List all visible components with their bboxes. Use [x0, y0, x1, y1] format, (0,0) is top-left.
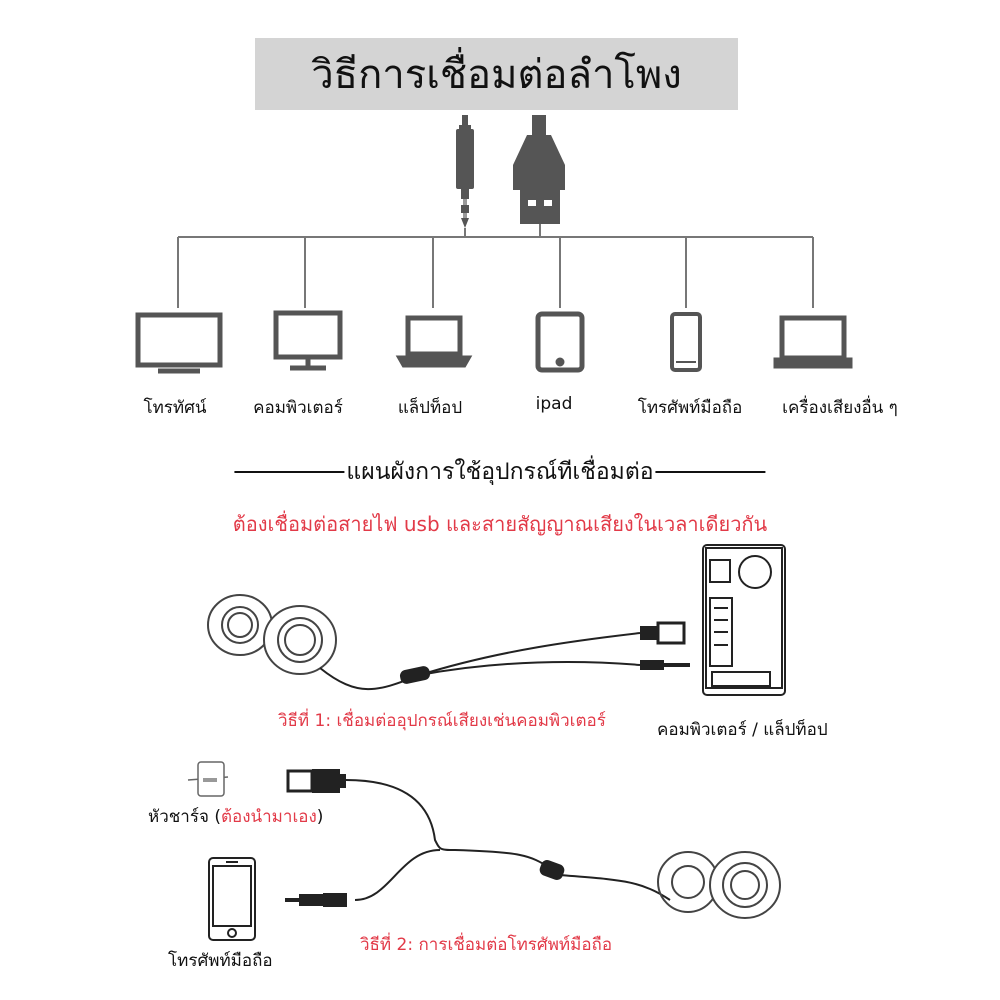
title-banner: วิธีการเชื่อมต่อลำโพง — [255, 38, 738, 110]
tv-icon — [135, 312, 223, 374]
device-label-other: เครื่องเสียงอื่น ๆ — [782, 398, 898, 418]
diagram-heading-text: แผนผังการใช้อุปกรณ์ทีเชื่อมต่อ — [346, 459, 654, 485]
method2-caption: วิธีที่ 2: การเชื่อมต่อโทรศัพท์มือถือ — [360, 935, 613, 955]
device-label-ipad: ipad — [535, 394, 573, 414]
divider — [655, 471, 766, 473]
cable-method1 — [319, 632, 641, 691]
cable-method2 — [345, 779, 671, 901]
device-label-laptop: แล็ปท็อป — [397, 398, 463, 418]
usb-plug-method2-icon — [286, 769, 346, 793]
page-title: วิธีการเชื่อมต่อลำโพง — [311, 52, 682, 98]
charger-label-text: หัวชาร์จ ( — [148, 807, 221, 827]
warning-text: ต้องเชื่อมต่อสายไฟ usb และสายสัญญาณเสียง… — [232, 512, 768, 536]
usb-plug-method1-icon — [640, 621, 686, 645]
speakers-method1 — [207, 594, 337, 675]
divider — [234, 471, 345, 473]
other-audio-device-icon — [773, 315, 853, 369]
tablet-icon — [535, 311, 585, 373]
audio-jack-method1-icon — [640, 660, 690, 670]
device-label-tv: โทรทัศน์ — [143, 398, 207, 418]
speakers-method2 — [657, 851, 781, 919]
audio-jack-icon — [456, 115, 474, 228]
usb-plug-icon — [513, 115, 565, 224]
device-label-smartphone: โทรศัพท์มือถือ — [637, 398, 743, 418]
inline-controller-icon — [399, 666, 431, 684]
smartphone-method2-icon — [208, 857, 256, 941]
smartphone-icon — [670, 312, 702, 372]
laptop-icon — [395, 315, 473, 368]
device-label-computer: คอมพิวเตอร์ — [253, 398, 343, 418]
charger-label-close: ) — [316, 807, 324, 827]
phone-label: โทรศัพท์มือถือ — [168, 951, 273, 971]
charger-label: หัวชาร์จ (ต้องนำมาเอง) — [148, 803, 323, 830]
connection-tree — [177, 224, 814, 308]
audio-jack-method2-icon — [285, 893, 347, 907]
inline-controller-method2-icon — [539, 860, 565, 880]
monitor-icon — [273, 310, 343, 371]
diagram-heading: แผนผังการใช้อุปกรณ์ทีเชื่อมต่อ — [232, 454, 767, 490]
computer-tower-icon — [702, 544, 786, 696]
method1-device-label: คอมพิวเตอร์ / แล็ปท็อป — [657, 720, 828, 740]
method1-caption: วิธีที่ 1: เชื่อมต่ออุปกรณ์เสียงเช่นคอมพ… — [278, 711, 606, 731]
charger-note: ต้องนำมาเอง — [220, 807, 317, 827]
charger-icon — [187, 761, 229, 797]
